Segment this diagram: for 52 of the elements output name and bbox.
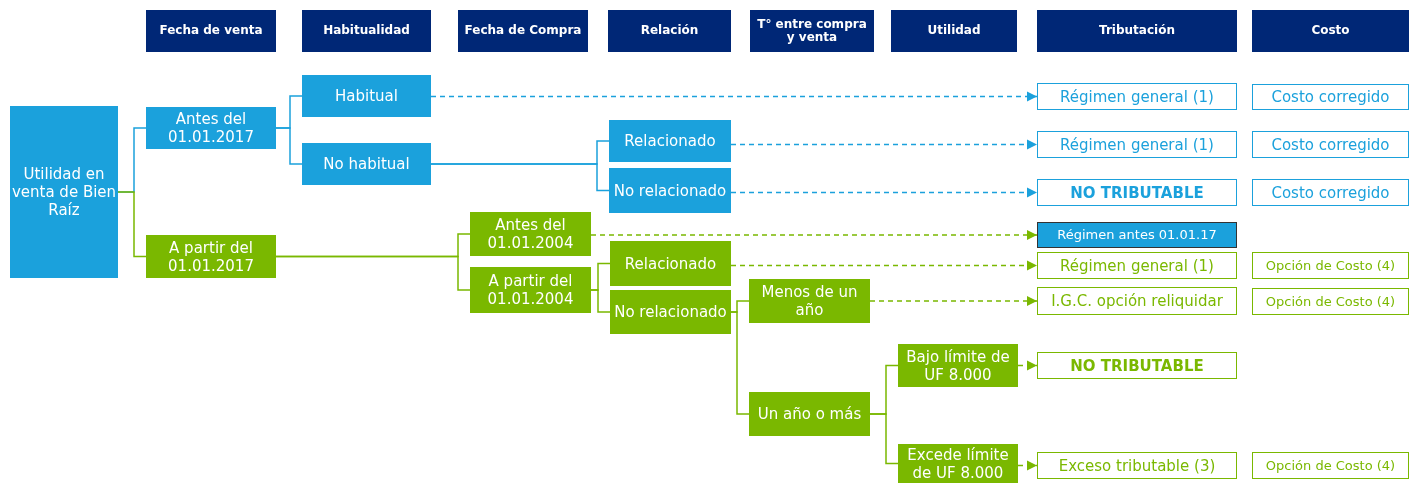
category-box: A partir del 01.01.2017 (146, 235, 276, 278)
arrow (430, 91, 1038, 102)
category-box: Excede límite de UF 8.000 (898, 444, 1018, 483)
category-box: Menos de un año (749, 279, 870, 323)
result-box: Exceso tributable (3) (1037, 452, 1237, 479)
category-box: Un año o más (749, 392, 870, 436)
connector-line (117, 191, 147, 258)
category-box: Habitual (302, 75, 431, 117)
column-header: Fecha de venta (146, 10, 276, 52)
cost-box: Opción de Costo (4) (1252, 452, 1409, 479)
category-box: No relacionado (609, 168, 731, 213)
result-box: I.G.C. opción reliquidar (1037, 287, 1237, 315)
cost-box: Opción de Costo (4) (1252, 288, 1409, 315)
result-box: Régimen general (1) (1037, 131, 1237, 158)
connector-line (590, 289, 611, 313)
highlighted-result-box: Régimen antes 01.01.17 (1037, 222, 1237, 248)
category-box: Antes del 01.01.2017 (146, 107, 276, 149)
arrow (730, 187, 1038, 198)
column-header: Fecha de Compra (458, 10, 588, 52)
connector-line (730, 311, 750, 415)
category-box: No relacionado (610, 290, 731, 334)
result-box: NO TRIBUTABLE (1037, 352, 1237, 379)
category-box: No habitual (302, 143, 431, 185)
column-header: Relación (608, 10, 731, 52)
category-box: Utilidad en venta de Bien Raíz (10, 106, 118, 278)
column-header: T° entre compra y venta (750, 10, 874, 52)
result-box: NO TRIBUTABLE (1037, 179, 1237, 206)
arrow (1017, 460, 1038, 471)
result-box: Régimen general (1) (1037, 252, 1237, 279)
arrow (590, 229, 1038, 241)
result-box: Costo corregido (1252, 131, 1409, 158)
result-box: Costo corregido (1252, 179, 1409, 206)
connector-line (869, 413, 899, 465)
connector-line (430, 163, 610, 192)
category-box: Antes del 01.01.2004 (470, 212, 591, 256)
arrow (869, 295, 1038, 307)
connector-line (275, 255, 471, 291)
connector-line (275, 127, 303, 165)
column-header: Habitualidad (302, 10, 431, 52)
result-box: Régimen general (1) (1037, 83, 1237, 110)
column-header: Utilidad (891, 10, 1017, 52)
column-header: Tributación (1037, 10, 1237, 52)
column-header: Costo (1252, 10, 1409, 52)
arrow (1017, 360, 1038, 371)
category-box: Bajo límite de UF 8.000 (898, 344, 1018, 387)
category-box: Relacionado (609, 120, 731, 162)
arrow (730, 260, 1038, 271)
arrow (730, 139, 1038, 150)
result-box: Costo corregido (1252, 84, 1409, 110)
cost-box: Opción de Costo (4) (1252, 252, 1409, 279)
category-box: A partir del 01.01.2004 (470, 267, 591, 313)
category-box: Relacionado (610, 241, 731, 286)
